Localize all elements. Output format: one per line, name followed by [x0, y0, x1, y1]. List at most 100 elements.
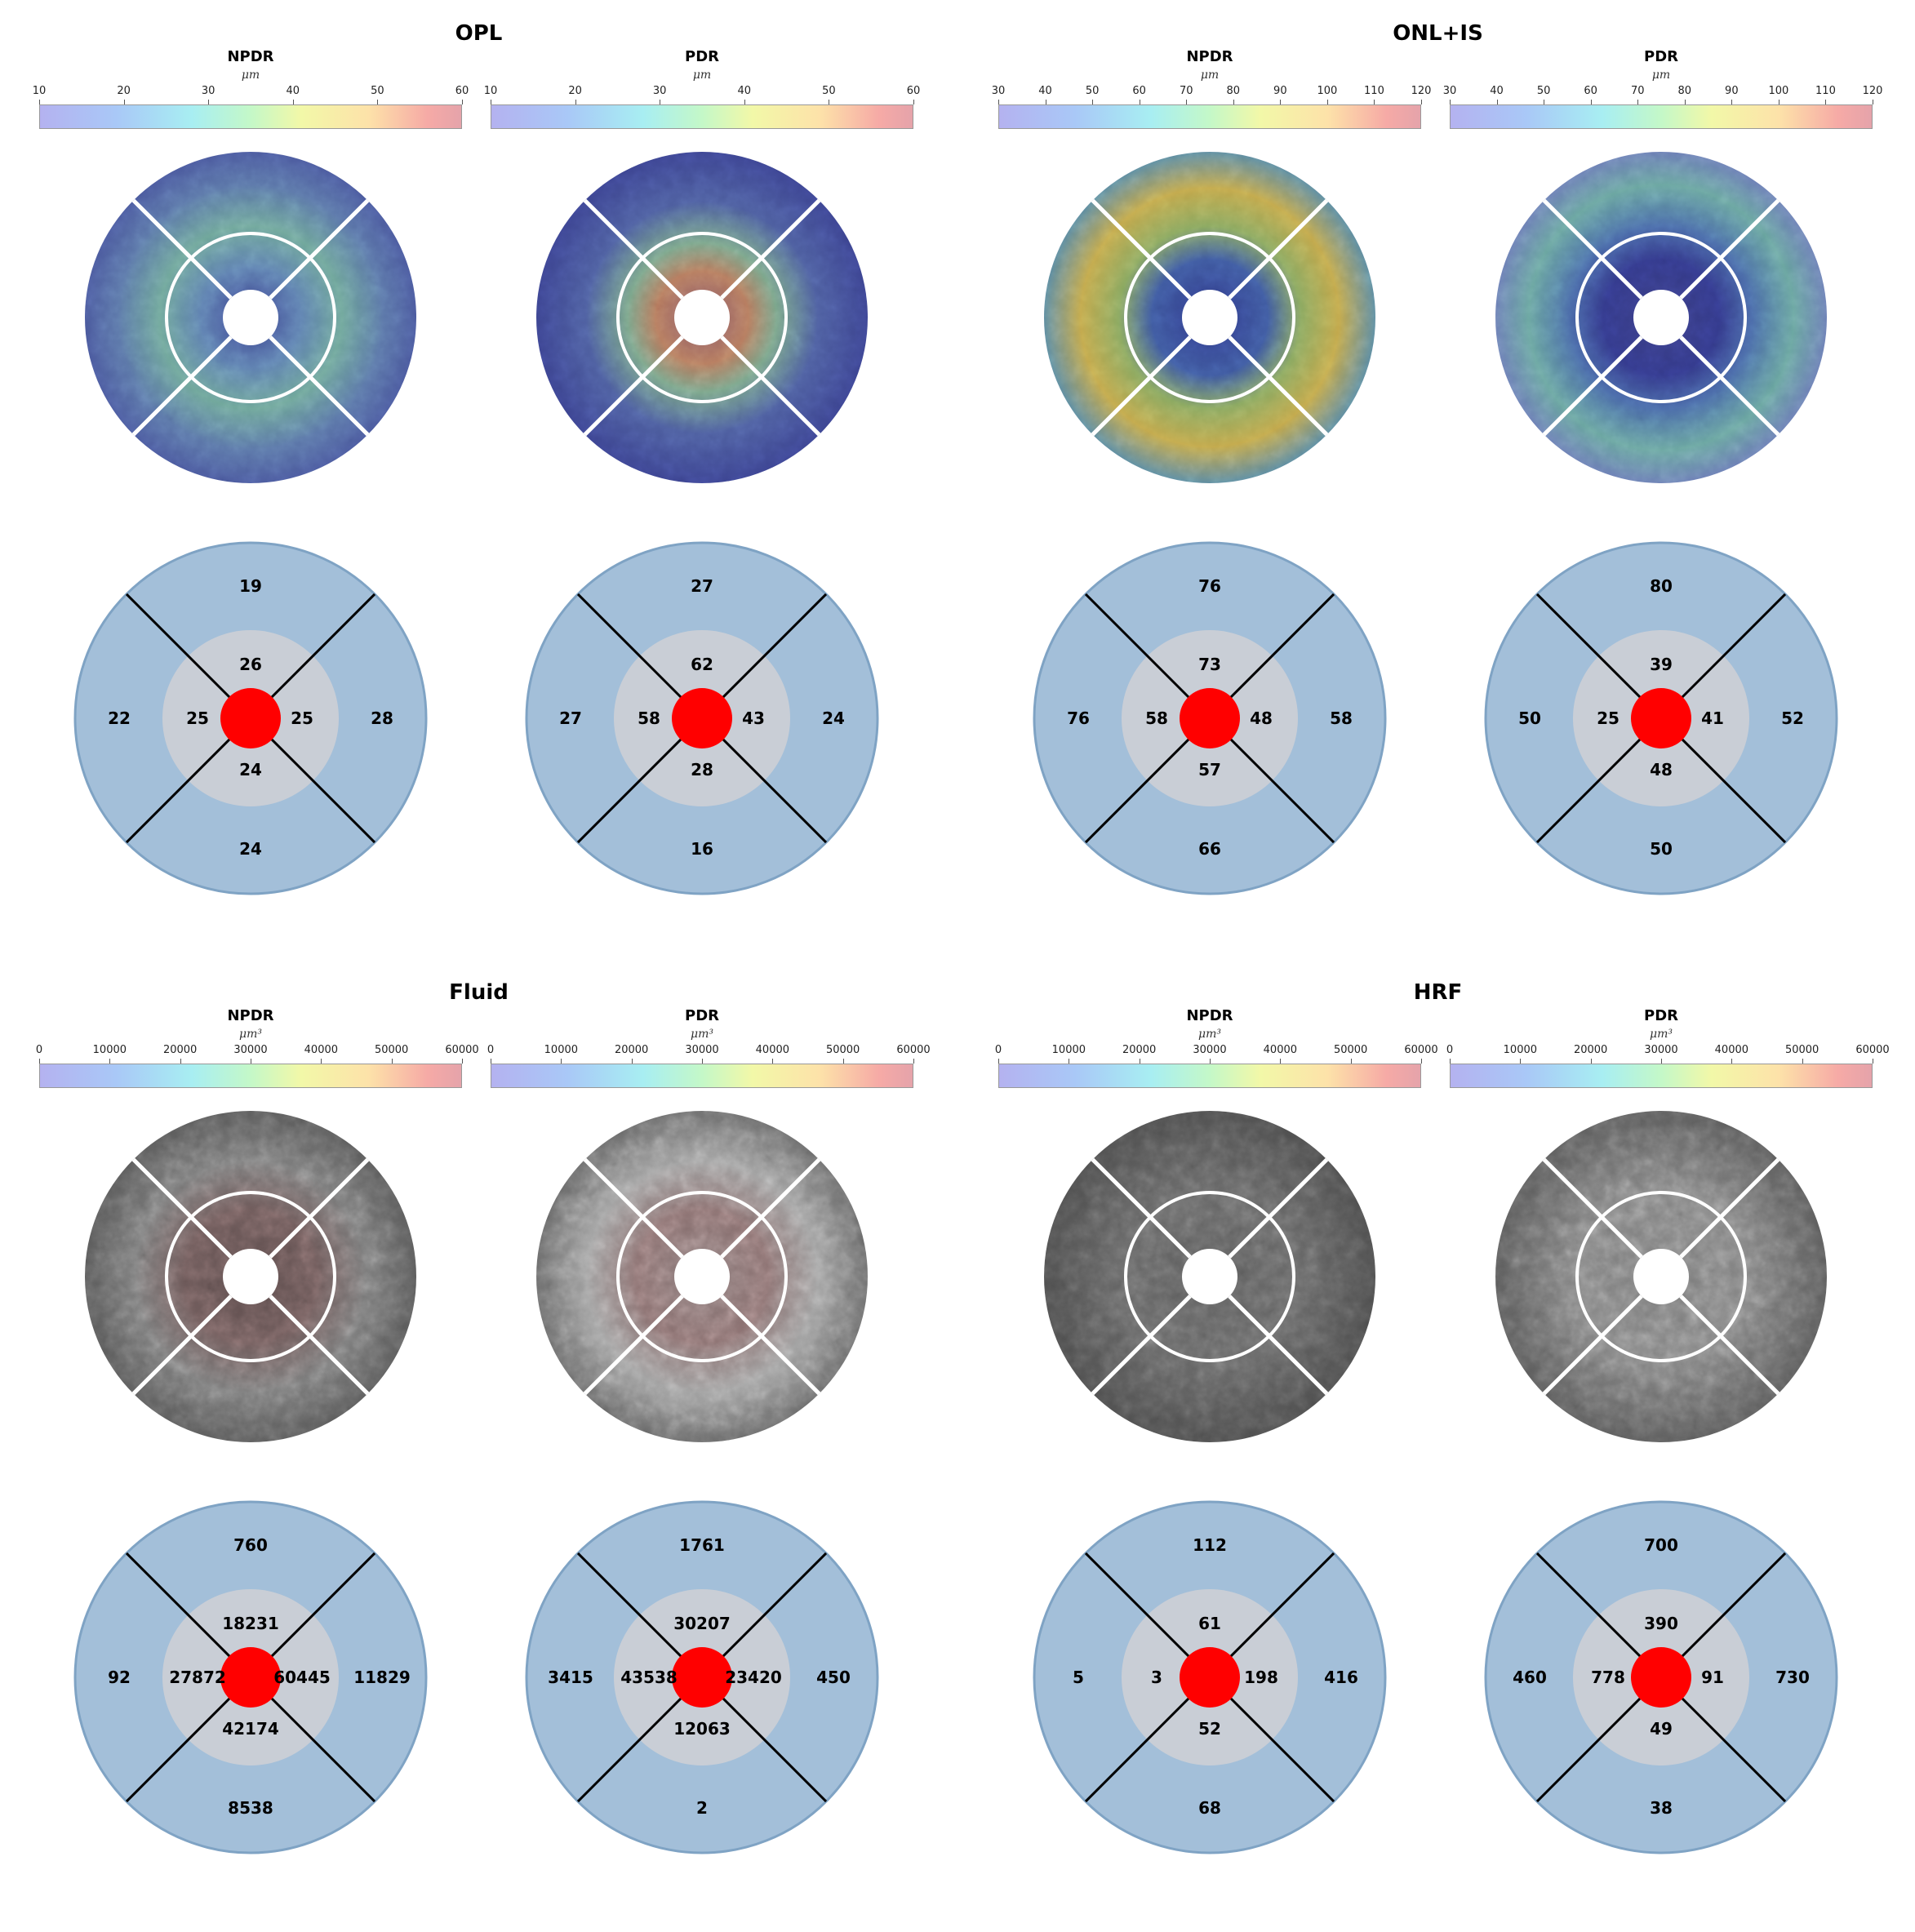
inner-left-value: 27872	[169, 1668, 226, 1687]
colorbar-tick	[998, 100, 999, 104]
colorbar-tick-label: 40	[286, 85, 300, 97]
outer-top-value: 112	[1193, 1535, 1227, 1555]
colorbar-tick	[39, 100, 40, 104]
colorbar-tick	[39, 1059, 40, 1064]
colorbar-tick-label: 10	[483, 85, 498, 97]
inner-bottom-value: 49	[1650, 1719, 1673, 1739]
map-sector-line	[1679, 1157, 1780, 1259]
colorbar-tick	[631, 1059, 633, 1064]
inner-bottom-value: 57	[1198, 760, 1221, 779]
colorbar-tick-label: 0	[35, 1044, 43, 1056]
colorbar-tick-label: 20000	[1573, 1044, 1608, 1056]
outer-right-value: 28	[371, 708, 393, 728]
outer-top-value: 700	[1644, 1535, 1678, 1555]
colorbar-tick-label: 20	[117, 85, 131, 97]
colorbar-tick	[1825, 100, 1827, 104]
colorbar-unit: μm³	[1650, 1028, 1673, 1041]
colorbar-tick	[123, 100, 125, 104]
colorbar-tick-label: 60000	[1855, 1044, 1890, 1056]
inner-left-value: 25	[1597, 708, 1620, 728]
colorbar-tick-label: 70	[1630, 85, 1645, 97]
colorbar-tick-label: 60000	[1404, 1044, 1438, 1056]
colorbar-tick-label: 20	[568, 85, 582, 97]
colorbar-tick-label: 40	[737, 85, 752, 97]
outer-top-value: 80	[1650, 576, 1673, 596]
colorbar-tick	[1280, 100, 1282, 104]
map-sector-line	[720, 1295, 821, 1396]
outer-right-value: 416	[1324, 1668, 1358, 1687]
map-sector-line	[131, 335, 233, 437]
colorbar-tick-label: 100	[1317, 85, 1338, 97]
retinal-map	[536, 1111, 868, 1442]
colorbar-tick-label: 40	[1490, 85, 1504, 97]
fovea-marker	[1180, 1647, 1240, 1708]
colorbar-tick-label: 60	[1584, 85, 1597, 97]
inner-right-value: 60445	[273, 1668, 331, 1687]
colorbar-tick-label: 20000	[1122, 1044, 1157, 1056]
inner-top-value: 62	[691, 655, 713, 674]
colorbar-tick-label: 10	[32, 85, 47, 97]
map-sector-line	[269, 1157, 370, 1259]
outer-bottom-value: 38	[1650, 1798, 1673, 1818]
colorbar-tick-label: 50000	[1784, 1044, 1819, 1056]
map-sector-line	[1679, 335, 1780, 437]
map-sector-line	[1228, 1157, 1329, 1259]
colorbar-tick	[1450, 100, 1451, 104]
colorbar-label: PDR	[1644, 48, 1678, 65]
inner-top-value: 61	[1198, 1614, 1221, 1633]
colorbar-tick-label: 50	[1085, 85, 1100, 97]
colorbar-tick	[772, 1059, 774, 1064]
retinal-map	[1044, 1111, 1375, 1442]
colorbar-tick	[1233, 100, 1234, 104]
colorbar-tick	[292, 100, 294, 104]
map-sector-line	[1679, 1295, 1780, 1396]
colorbar-tick-label: 50	[371, 85, 384, 97]
colorbar-tick-label: 10000	[1051, 1044, 1086, 1056]
map-sector-line	[583, 335, 684, 437]
retinal-map	[1495, 1111, 1827, 1442]
inner-bottom-value: 52	[1198, 1719, 1221, 1739]
outer-right-value: 11829	[353, 1668, 411, 1687]
outer-top-value: 27	[691, 576, 713, 596]
colorbar-tick-label: 10000	[1503, 1044, 1538, 1056]
outer-right-value: 730	[1775, 1668, 1810, 1687]
colorbar-unit: μm³	[239, 1028, 262, 1041]
map-sector-line	[269, 1295, 370, 1396]
colorbar-label: PDR	[1644, 1007, 1678, 1024]
outer-left-value: 27	[559, 708, 582, 728]
colorbar-tick-label: 70	[1179, 85, 1193, 97]
colorbar-tick-label: 40000	[304, 1044, 339, 1056]
map-sector-line	[1091, 335, 1192, 437]
colorbar-tick-label: 60000	[896, 1044, 931, 1056]
inner-top-value: 73	[1198, 655, 1221, 674]
retinal-map	[536, 152, 868, 483]
colorbar-tick-label: 100	[1768, 85, 1789, 97]
colorbar-tick-label: 30000	[233, 1044, 268, 1056]
inner-left-value: 58	[638, 708, 660, 728]
inner-left-value: 25	[186, 708, 209, 728]
colorbar-tick	[1421, 100, 1422, 104]
colorbar-tick	[1374, 100, 1375, 104]
colorbar-tick-label: 0	[994, 1044, 1002, 1056]
inner-top-value: 18231	[222, 1614, 279, 1633]
map-sector-line	[1228, 198, 1329, 300]
outer-right-value: 24	[822, 708, 845, 728]
colorbar-tick-label: 20000	[614, 1044, 649, 1056]
panel-title: HRF	[1413, 980, 1463, 1005]
outer-left-value: 5	[1073, 1668, 1084, 1687]
colorbar-tick	[1802, 1059, 1803, 1064]
colorbar-tick-label: 90	[1273, 85, 1287, 97]
colorbar-tick-label: 0	[487, 1044, 495, 1056]
colorbar-tick	[1496, 100, 1498, 104]
map-sector-line	[1091, 1295, 1192, 1396]
map-sector-line	[1228, 335, 1329, 437]
inner-top-value: 390	[1644, 1614, 1678, 1633]
outer-top-value: 76	[1198, 576, 1221, 596]
colorbar-tick-label: 50000	[374, 1044, 409, 1056]
fovea-marker	[1631, 1647, 1691, 1708]
colorbar-tick-label: 80	[1226, 85, 1241, 97]
map-sector-line	[583, 1157, 684, 1259]
